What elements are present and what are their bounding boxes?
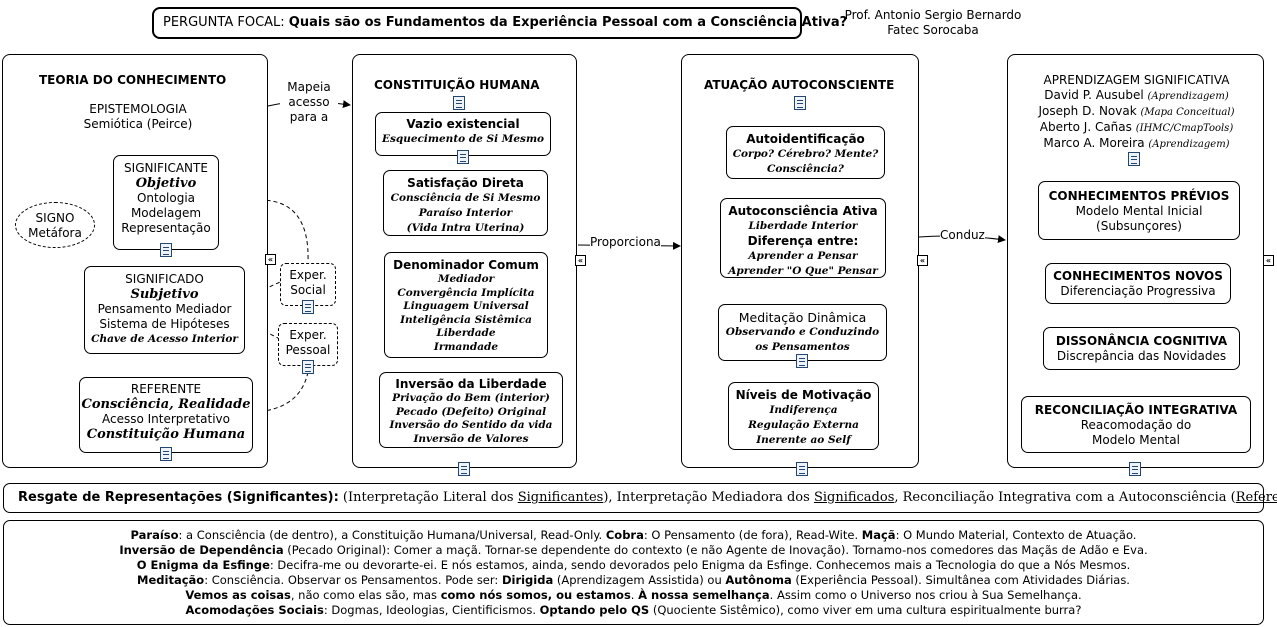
author-moreira: Marco A. Moreira (Aprendizagem) <box>1043 136 1230 150</box>
vazio-box: Vazio existencial Esquecimento de Si Mes… <box>375 112 551 156</box>
document-icon[interactable] <box>458 462 470 476</box>
link-conduz: Conduz <box>940 228 985 243</box>
notes-box: Paraíso: a Consciência (de dentro), a Co… <box>3 520 1264 625</box>
document-icon[interactable] <box>796 462 808 476</box>
referente-l1: Acesso Interpretativo <box>101 412 230 426</box>
autoident-box: Autoidentificação Corpo? Cérebro? Mente?… <box>726 126 885 179</box>
note-acomodacoes: Acomodações Sociais: Dogmas, Ideologias,… <box>185 603 1082 617</box>
meditacao-box: Meditação Dinâmica Observando e Conduzin… <box>718 304 887 361</box>
focal-question-box: PERGUNTA FOCAL: Quais são os Fundamentos… <box>152 7 847 39</box>
autoconsciencia-box: Autoconsciência Ativa Liberdade Interior… <box>720 198 886 278</box>
signo-ellipse: SIGNO Metáfora <box>15 202 95 248</box>
significado-box: SIGNIFICADO Subjetivo Pensamento Mediado… <box>84 266 245 354</box>
dissonancia-box: DISSONÂNCIA COGNITIVA Discrepância das N… <box>1043 327 1240 370</box>
document-icon[interactable] <box>160 243 172 257</box>
niveis-box: Níveis de Motivação Indiferença Regulaçã… <box>728 382 879 450</box>
resgate-referente: Referente <box>1235 490 1277 505</box>
note-esfinge: O Enigma da Esfinge: Decifra-me ou devor… <box>136 558 1131 572</box>
resgate-significantes: Significantes <box>517 490 604 505</box>
significante-sub: Objetivo <box>135 176 197 191</box>
document-icon[interactable] <box>453 96 465 110</box>
significante-l2: Modelagem <box>130 206 202 220</box>
teoria-semiotica: Semiótica (Peirce) <box>83 117 193 131</box>
significado-l3: Chave de Acesso Interior <box>91 333 238 345</box>
exper-pessoal-box: Exper. Pessoal <box>278 323 338 366</box>
previos-box: CONHECIMENTOS PRÉVIOS Modelo Mental Inic… <box>1038 181 1240 240</box>
significante-l1: Ontologia <box>136 191 196 205</box>
referente-l2: Constituição Humana <box>86 427 246 442</box>
document-icon[interactable] <box>302 300 314 314</box>
author-institution: Fatec Sorocaba <box>887 23 979 37</box>
author-ausubel: David P. Ausubel (Aprendizagem) <box>1044 88 1229 102</box>
note-inversao: Inversão de Dependência (Pecado Original… <box>119 543 1148 557</box>
author-canas: Aberto J. Cañas (IHMC/CmapTools) <box>1039 120 1234 134</box>
collapse-toggle-constituicao[interactable]: « <box>575 255 586 266</box>
link-mapeia: Mapeia acesso para a <box>280 80 338 125</box>
collapse-toggle-aprendizagem[interactable]: « <box>1263 255 1274 266</box>
document-icon[interactable] <box>1128 152 1140 166</box>
significado-sub: Subjetivo <box>130 287 199 302</box>
document-icon[interactable] <box>302 360 314 374</box>
signo-metafora: Metáfora <box>28 226 82 240</box>
significado-l2: Sistema de Hipóteses <box>99 317 230 331</box>
document-icon[interactable] <box>1129 462 1141 476</box>
referente-box: REFERENTE Consciência, Realidade Acesso … <box>79 377 253 453</box>
document-icon[interactable] <box>796 354 808 368</box>
significante-title: SIGNIFICANTE <box>124 161 208 175</box>
denominador-box: Denominador Comum Mediador Convergência … <box>384 252 548 358</box>
focal-question: Quais são os Fundamentos da Experiência … <box>288 15 848 30</box>
significante-l3: Representação <box>121 221 211 235</box>
referente-title: REFERENTE <box>130 382 202 396</box>
collapse-toggle-atuacao[interactable]: « <box>917 255 928 266</box>
note-meditacao: Meditação: Consciência. Observar os Pens… <box>137 573 1130 587</box>
sitemap-icon[interactable] <box>794 96 806 110</box>
reconciliacao-box: RECONCILIAÇÃO INTEGRATIVA Reacomodação d… <box>1021 396 1251 453</box>
constituicao-title: CONSTITUIÇÃO HUMANA <box>374 78 540 92</box>
significante-box: SIGNIFICANTE Objetivo Ontologia Modelage… <box>113 155 219 250</box>
novos-box: CONHECIMENTOS NOVOS Diferenciação Progre… <box>1045 263 1231 304</box>
resgate-label: Resgate de Representações (Significantes… <box>18 490 339 505</box>
author-block: Prof. Antonio Sergio Bernardo Fatec Soro… <box>838 8 1028 38</box>
satisfacao-box: Satisfação Direta Consciência de Si Mesm… <box>383 170 548 236</box>
note-vemos: Vemos as coisas, não como elas são, mas … <box>185 588 1082 602</box>
document-icon[interactable] <box>160 447 172 461</box>
teoria-title: TEORIA DO CONHECIMENTO <box>39 73 227 87</box>
inversao-box: Inversão da Liberdade Privação do Bem (i… <box>379 372 563 448</box>
collapse-toggle-teoria[interactable]: « <box>265 254 276 265</box>
focal-prefix: PERGUNTA FOCAL: <box>163 15 289 30</box>
link-proporciona: Proporciona <box>590 235 661 250</box>
author-novak: Joseph D. Novak (Mapa Conceitual) <box>1038 104 1235 118</box>
author-name: Prof. Antonio Sergio Bernardo <box>844 8 1022 22</box>
significado-l1: Pensamento Mediador <box>97 302 232 316</box>
significado-title: SIGNIFICADO <box>125 272 204 286</box>
exper-social-box: Exper. Social <box>280 263 336 306</box>
signo-label: SIGNO <box>35 211 75 225</box>
referente-sub: Consciência, Realidade <box>81 397 251 412</box>
aprendizagem-title: APRENDIZAGEM SIGNIFICATIVA <box>1043 73 1230 87</box>
atuacao-title: ATUAÇÃO AUTOCONSCIENTE <box>704 78 895 92</box>
document-icon[interactable] <box>457 150 469 164</box>
resgate-bar: Resgate de Representações (Significantes… <box>3 483 1277 513</box>
note-paraiso: Paraíso: a Consciência (de dentro), a Co… <box>130 528 1137 542</box>
teoria-epistemologia: EPISTEMOLOGIA <box>89 102 187 116</box>
resgate-significados: Significados <box>813 490 895 505</box>
